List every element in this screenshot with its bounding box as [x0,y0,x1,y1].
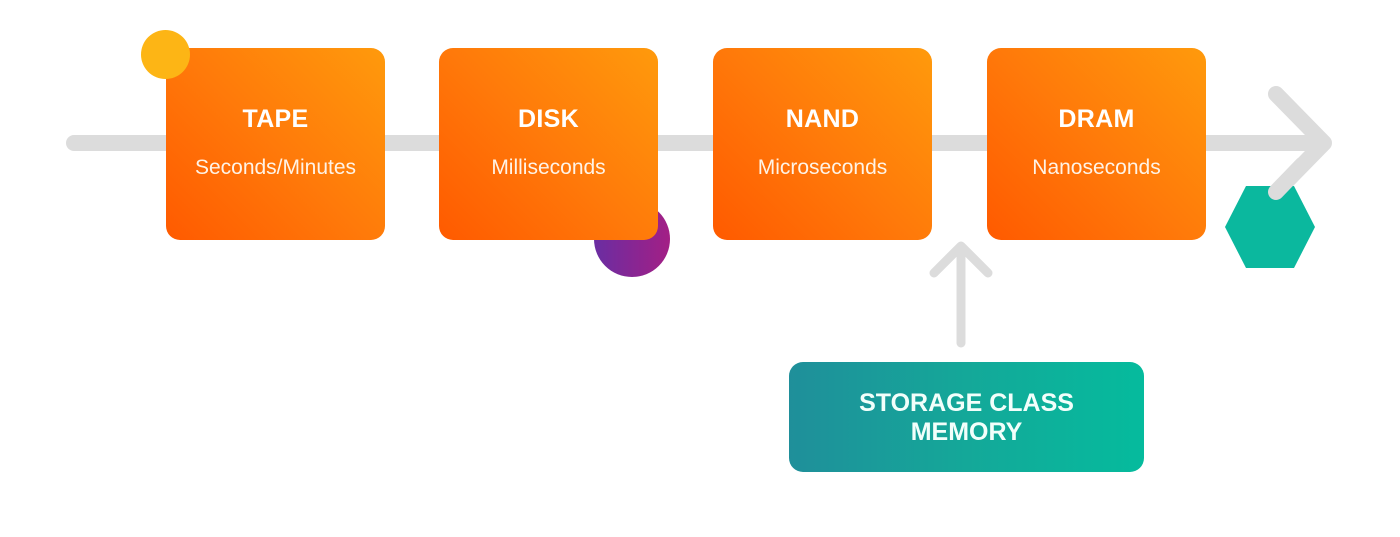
callout-line-1: STORAGE CLASS [859,389,1074,417]
yellow-circle-decoration [141,30,190,79]
tier-title: NAND [785,105,860,133]
tier-latency: Nanoseconds [1032,156,1161,179]
callout-arrow-head [929,241,993,278]
tier-title: DISK [518,105,579,133]
tier-box-tape: TAPE Seconds/Minutes [166,48,385,240]
hexagon-decoration [1225,186,1315,268]
tier-latency: Microseconds [757,156,888,179]
tier-title: DRAM [1058,105,1135,133]
tier-box-dram: DRAM Nanoseconds [987,48,1206,240]
tier-latency: Milliseconds [491,156,606,179]
callout-line-2: MEMORY [910,418,1023,446]
arrow-head-overlap [1268,157,1310,200]
tier-title: TAPE [242,105,309,133]
storage-class-memory-box: STORAGE CLASS MEMORY [789,362,1144,472]
tier-box-disk: DISK Milliseconds [439,48,658,240]
tier-box-nand: NAND Microseconds [713,48,932,240]
tier-latency: Seconds/Minutes [194,156,357,179]
